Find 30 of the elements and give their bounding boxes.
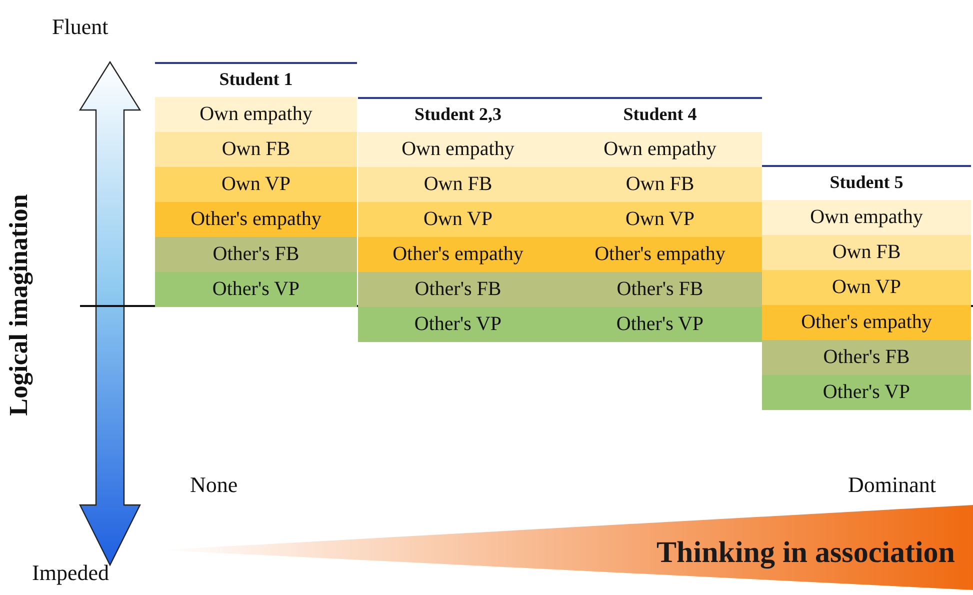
table-cell: Own VP: [358, 202, 558, 237]
table-cell: Other's VP: [558, 307, 762, 342]
table-cell: Other's VP: [762, 375, 971, 410]
table-cell: Own FB: [358, 167, 558, 202]
table-cell: Other's empathy: [155, 202, 357, 237]
table-cell: Own empathy: [762, 200, 971, 235]
table-cell: Own FB: [155, 132, 357, 167]
table-cell: Other's FB: [558, 272, 762, 307]
table-cell: Other's VP: [155, 272, 357, 307]
scale-label: None: [190, 472, 238, 498]
table-cell: Other's FB: [155, 237, 357, 272]
table-cell: Own VP: [155, 167, 357, 202]
table-cell: Other's empathy: [358, 237, 558, 272]
axis-label: Fluent: [52, 14, 108, 40]
table-cell: Other's FB: [358, 272, 558, 307]
table-cell: Other's FB: [762, 340, 971, 375]
table-cell: Own empathy: [358, 132, 558, 167]
table-cell: Own VP: [762, 270, 971, 305]
table-cell: Other's VP: [358, 307, 558, 342]
table-cell: Own empathy: [558, 132, 762, 167]
wedge-label: Thinking in association: [656, 536, 955, 570]
table-cell: Own FB: [558, 167, 762, 202]
table-cell: Own empathy: [155, 97, 357, 132]
axis-title: Logical imagination: [4, 194, 34, 416]
axis-label: Impeded: [32, 560, 109, 586]
table-cell: Other's empathy: [762, 305, 971, 340]
table-cell: Own FB: [762, 235, 971, 270]
table-cell: Own VP: [558, 202, 762, 237]
table-cell: Other's empathy: [558, 237, 762, 272]
scale-label: Dominant: [848, 472, 936, 498]
